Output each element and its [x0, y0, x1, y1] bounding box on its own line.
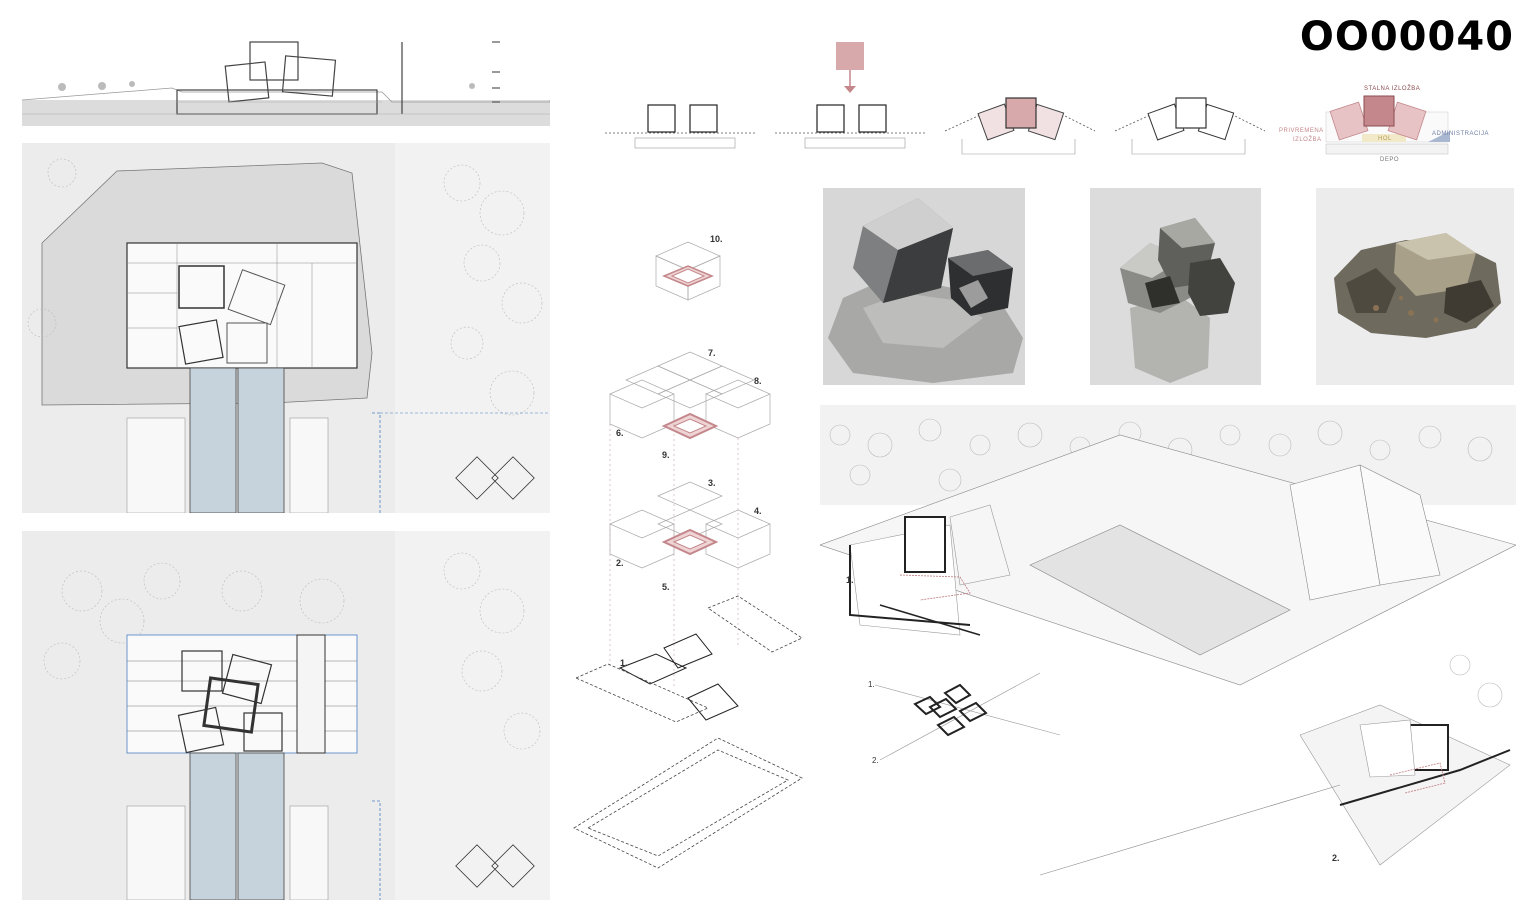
- level-label-8: 8.: [754, 376, 762, 386]
- upper-floor-plan: [22, 531, 550, 900]
- level-label-2: 2.: [616, 558, 624, 568]
- building-section-drawing: [22, 41, 550, 126]
- plan-marker-1: 1.: [868, 680, 875, 689]
- level-label-5: 5.: [662, 582, 670, 592]
- level-label-7: 7.: [708, 348, 716, 358]
- legend-privremena-line1: PRIVREMENA: [1279, 128, 1324, 134]
- concept-step-4: [1114, 97, 1266, 155]
- sheet-code: OO00040: [1299, 14, 1514, 60]
- exploded-axonometry: 10. 7. 8. 6. 9. 3. 4. 2. 5. 1.: [573, 234, 803, 869]
- level-label-6: 6.: [616, 428, 624, 438]
- axonometry-level-labels: 10. 7. 8. 6. 9. 3. 4. 2. 5. 1.: [616, 234, 762, 668]
- legend-stalna-izlozba: STALNA IZLOŽBA: [1364, 84, 1420, 92]
- level-label-1: 1.: [620, 658, 628, 668]
- concept-diagram-row: STALNA IZLOŽBA PRIVREMENA IZLOŽBA HOL AD…: [605, 42, 1489, 163]
- level-label-9: 9.: [662, 450, 670, 460]
- ground-floor-plan: [22, 143, 550, 513]
- section-key-plan: [874, 672, 1061, 761]
- legend-depo: DEPO: [1380, 157, 1399, 163]
- concept-step-1: [605, 104, 755, 149]
- level-label-4: 4.: [754, 506, 762, 516]
- pyrite-photo-2: [1090, 188, 1261, 385]
- plan-marker-2: 2.: [872, 756, 879, 765]
- program-legend: [1325, 95, 1450, 155]
- site-axonometry: 1. 2. 1. 2.: [820, 405, 1516, 876]
- level-label-10: 10.: [710, 234, 723, 244]
- concept-step-3: [944, 97, 1096, 155]
- pyrite-photo-3: [1316, 188, 1514, 385]
- section-marker-2: 2.: [1332, 853, 1340, 863]
- level-label-3: 3.: [708, 478, 716, 488]
- legend-administracija: ADMINISTRACIJA: [1432, 131, 1489, 137]
- pyrite-photo-1: [823, 188, 1025, 385]
- legend-hol: HOL: [1378, 136, 1392, 142]
- section-marker-1: 1.: [846, 575, 854, 585]
- legend-privremena-line2: IZLOŽBA: [1293, 135, 1322, 143]
- concept-step-2: [775, 42, 925, 149]
